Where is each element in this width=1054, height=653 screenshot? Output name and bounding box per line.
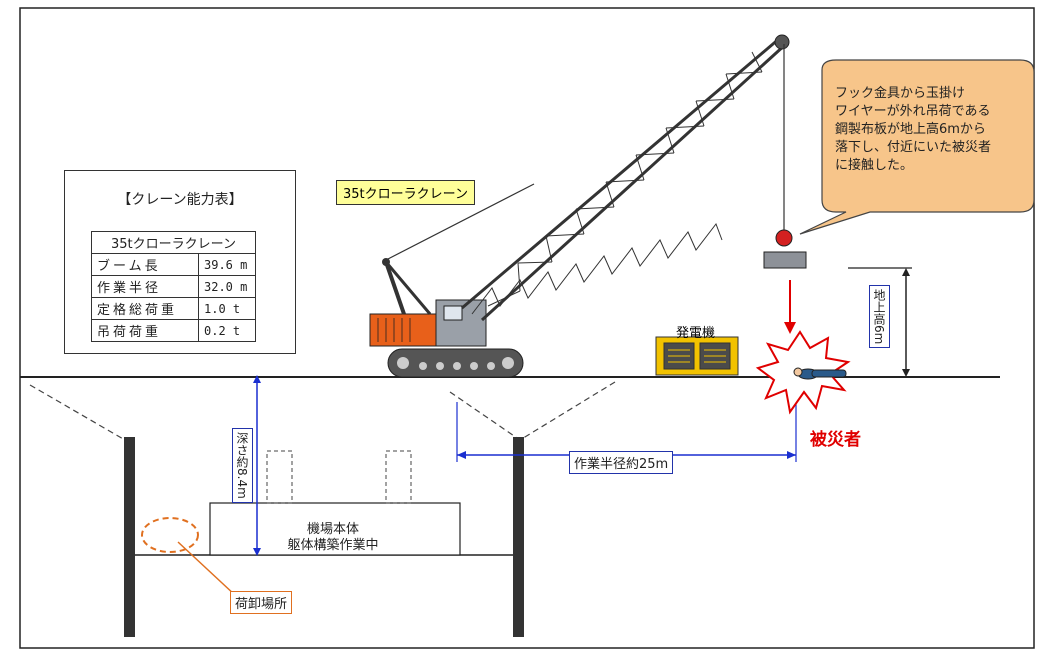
unload-area-ellipse <box>141 517 199 553</box>
row-value: 39.6 m <box>198 253 256 276</box>
callout-bubble <box>799 59 1035 235</box>
sheet-pile-right <box>513 437 524 637</box>
depth-label: 深さ約8.4m <box>232 428 253 503</box>
slope-left-outer <box>29 384 126 441</box>
victim-figure <box>793 367 847 380</box>
callout-line: 落下し、付近にいた被災者 <box>835 140 992 155</box>
column-dashed-right <box>385 450 412 504</box>
unload-leader-line <box>177 541 237 597</box>
row-label: ブーム長 <box>91 253 199 276</box>
table-row: ブーム長 39.6 m <box>91 253 256 276</box>
height-label: 地上高6m <box>869 285 890 349</box>
crane-name-tag: 35tクローラクレーン <box>336 180 475 205</box>
table-row: 定格総荷重 1.0 t <box>91 297 256 320</box>
row-label: 作業半径 <box>91 275 199 298</box>
crane-gantry <box>384 261 406 315</box>
generator-label: 発電機 <box>676 326 716 341</box>
frame-border <box>19 7 1035 649</box>
callout-line: 鋼製布板が地上高6mから <box>835 122 986 137</box>
crane-boom <box>461 36 788 322</box>
victim-label: 被災者 <box>810 430 861 450</box>
main-body-line: 機場本体 <box>306 522 359 537</box>
main-body-label: 機場本体 躯体構築作業中 <box>280 522 386 554</box>
crane-capacity-table: 【クレーン能力表】 35tクローラクレーン ブーム長 39.6 m 作業半径 3… <box>64 170 296 354</box>
slope-right-inner <box>449 391 521 441</box>
generator <box>655 336 739 376</box>
boom-tip-sheave <box>774 34 790 50</box>
row-label: 吊荷荷重 <box>91 319 199 342</box>
column-dashed-left <box>266 450 293 504</box>
row-value: 0.2 t <box>198 319 256 342</box>
main-body-structure <box>209 502 461 556</box>
callout-line: フック金具から玉掛け <box>835 86 966 101</box>
capacity-table-grid: 35tクローラクレーン ブーム長 39.6 m 作業半径 32.0 m 定格総荷… <box>91 231 256 342</box>
suspended-load <box>763 251 807 269</box>
callout-text: フック金具から玉掛け ワイヤーが外れ吊荷である 鋼製布板が地上高6mから 落下し… <box>835 85 1015 175</box>
callout-line: ワイヤーが外れ吊荷である <box>835 104 991 119</box>
unload-area-label: 荷卸場所 <box>230 591 293 614</box>
main-body-line: 躯体構築作業中 <box>287 538 379 553</box>
hook-block <box>775 229 793 247</box>
row-value: 32.0 m <box>198 275 256 298</box>
table-row: 吊荷荷重 0.2 t <box>91 319 256 342</box>
callout-line: に接触した。 <box>835 158 914 173</box>
capacity-table-title: 【クレーン能力表】 <box>117 192 243 208</box>
capacity-table-header: 35tクローラクレーン <box>91 231 256 254</box>
crawler-crane <box>369 34 807 378</box>
table-row: 作業半径 32.0 m <box>91 275 256 298</box>
working-radius-label: 作業半径約25m <box>569 451 674 474</box>
row-value: 1.0 t <box>198 297 256 320</box>
row-label: 定格総荷重 <box>91 297 199 320</box>
sheet-pile-left <box>124 437 135 637</box>
slope-right-outer <box>519 381 616 441</box>
